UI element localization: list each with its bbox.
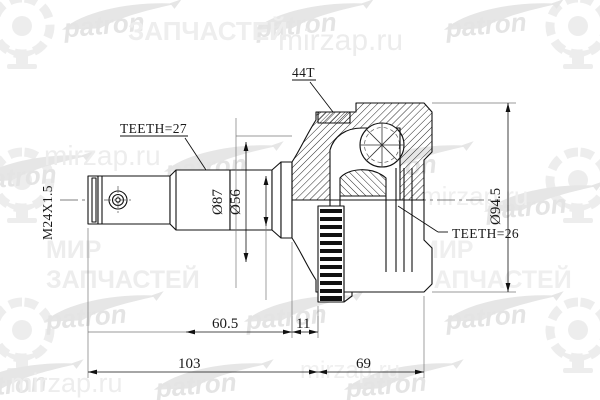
label-dim-11: 11 [296,316,310,332]
watermark-site: mirzap.ru [278,24,403,57]
dimension-od [432,102,516,293]
label-teeth-26: TEETH=26 [452,226,519,241]
dimension-diameters [235,118,292,300]
joint-ball [359,122,405,168]
boot-seat-barrel [229,161,293,239]
watermark-shop-line2-b: ЗАПЧАСТЕЙ [46,264,200,294]
shaft-cross-hole [104,186,132,214]
label-diameter-87: Ø87 [210,189,226,215]
label-dim-69: 69 [356,356,371,372]
abs-tone-ring [317,205,345,303]
label-diameter-94-5: Ø94.5 [488,188,504,225]
abs-ring-tab-44t [317,111,351,124]
threaded-nose [87,175,99,225]
label-dim-103: 103 [178,356,201,372]
callout-leaders [120,79,448,233]
label-dim-60-5: 60.5 [212,316,238,332]
label-teeth-27: TEETH=27 [120,121,187,136]
joint-skirt-detail [343,291,424,303]
label-diameter-56: Ø56 [228,189,244,215]
label-44t: 44T [292,65,315,80]
dimension-lines [88,316,424,375]
watermark-shop-line1: МИР [46,236,101,264]
watermark-site-b: mirzap.ru [44,140,161,171]
label-thread-m24: M24X1.5 [40,185,55,240]
watermark-shop-line2: ЗАПЧАСТЕЙ [128,16,288,46]
watermark-shop-line2-c: ЗАПЧАСТЕЙ [418,264,572,294]
